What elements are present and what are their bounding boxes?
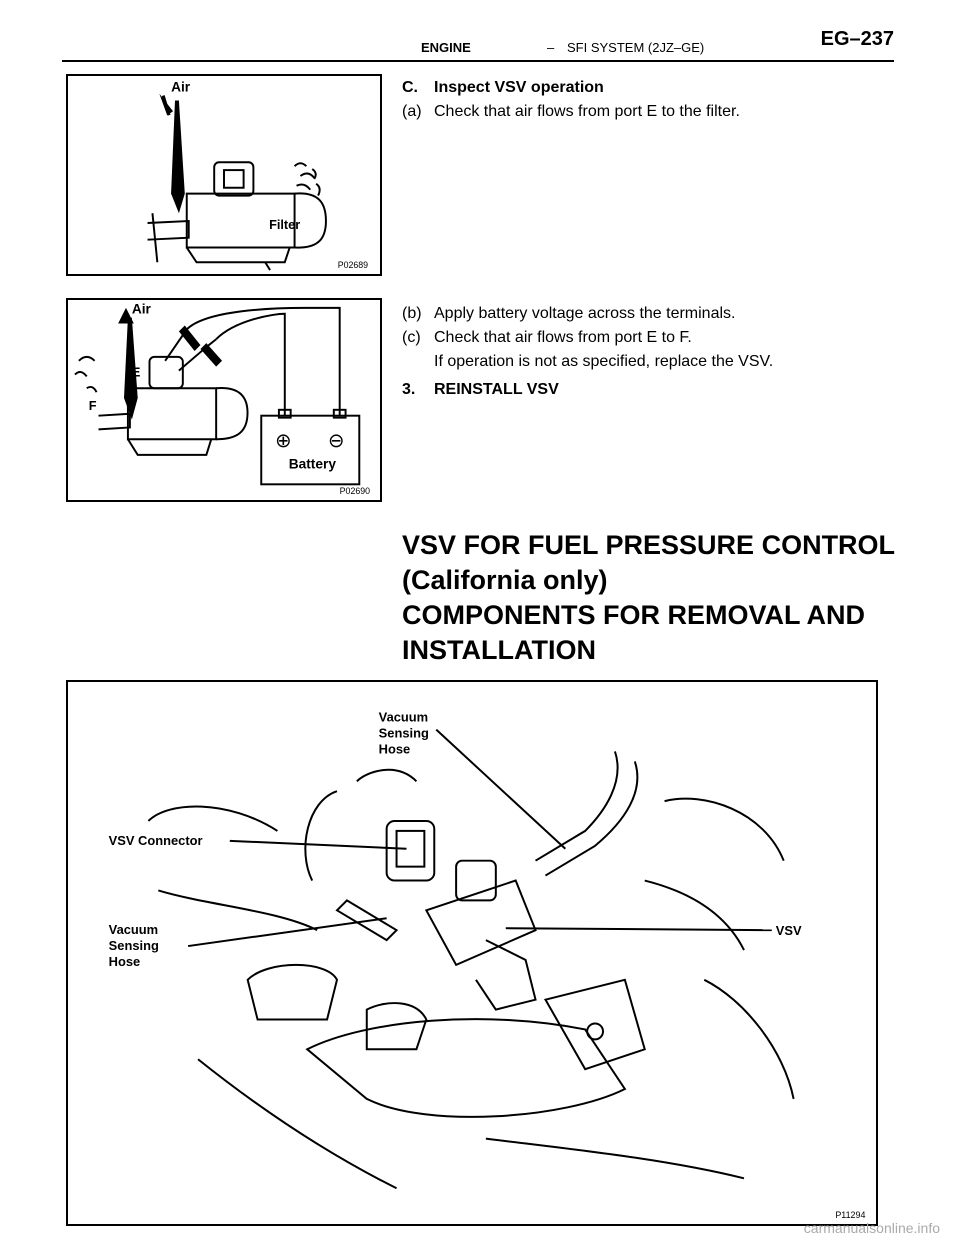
step-c-label: C.	[402, 79, 418, 96]
step-b-row: (b) Apply battery voltage across the ter…	[402, 302, 922, 326]
vacuum-top-line-2: Sensing	[379, 726, 429, 741]
step-bc-block: (b) Apply battery voltage across the ter…	[402, 302, 922, 402]
figure2-port-f: F	[89, 398, 97, 413]
header-separator: –	[547, 40, 555, 55]
step-c-a-row: (a) Check that air flows from port E to …	[402, 100, 922, 124]
figure-vsv-battery: Air E F ⊕ ⊖ Battery P02690	[66, 298, 382, 502]
page-header: ENGINE – SFI SYSTEM (2JZ–GE) EG–237	[62, 22, 894, 62]
battery-minus-icon: ⊖	[328, 429, 344, 452]
figure-vsv-air-filter: Air E Filter P02689	[66, 74, 382, 276]
step-c-title: Inspect VSV operation	[434, 79, 604, 96]
figure2-code: P02690	[340, 486, 370, 496]
step-a-text: Check that air flows from port E to the …	[434, 103, 740, 120]
heading-line-3: COMPONENTS FOR REMOVAL AND	[402, 600, 866, 630]
figure-components-drawing: Vacuum Sensing Hose VSV Connector Vacuum…	[109, 710, 866, 1220]
figure-vsv-air-filter-drawing: Air E Filter P02689	[147, 80, 368, 271]
heading-line-2: (California only)	[402, 565, 608, 595]
figure1-code: P02689	[338, 260, 368, 270]
step-3-label: 3.	[402, 381, 416, 398]
header-system: SFI SYSTEM (2JZ–GE)	[567, 40, 705, 55]
vsv-label: VSV	[776, 923, 802, 938]
vacuum-top-line-3: Hose	[379, 741, 411, 756]
step-c-block: C. Inspect VSV operation (a) Check that …	[402, 76, 922, 124]
step-b-label: (b)	[402, 305, 422, 322]
step-c2-text: Check that air flows from port E to F.	[434, 329, 692, 346]
vsv-connector-label: VSV Connector	[109, 833, 203, 848]
step-c2-label: (c)	[402, 329, 421, 346]
heading-line-4: INSTALLATION	[402, 635, 596, 665]
figure2-air-label: Air	[132, 302, 152, 317]
vacuum-top-line-1: Vacuum	[379, 710, 428, 725]
figure1-air-label: Air	[171, 80, 191, 95]
step-3-text: REINSTALL VSV	[434, 381, 559, 398]
step-c2-row: (c) Check that air flows from port E to …	[402, 326, 922, 350]
figure-vsv-battery-drawing: Air E F ⊕ ⊖ Battery P02690	[74, 302, 370, 496]
step-c2-note: If operation is not as specified, replac…	[434, 353, 774, 370]
figure1-port-e: E	[175, 174, 184, 189]
battery-plus-icon: ⊕	[275, 429, 291, 452]
figure2-port-e: E	[132, 364, 141, 379]
figure2-battery-label: Battery	[289, 457, 337, 472]
figure3-code: P11294	[835, 1210, 865, 1220]
section-heading: VSV FOR FUEL PRESSURE CONTROL (Californi…	[402, 528, 922, 668]
vacuum-left-line-2: Sensing	[109, 938, 159, 953]
step-b-text: Apply battery voltage across the termina…	[434, 305, 736, 322]
figure-components: Vacuum Sensing Hose VSV Connector Vacuum…	[66, 680, 878, 1226]
step-c2-note-row: If operation is not as specified, replac…	[402, 350, 922, 374]
step-3-row: 3. REINSTALL VSV	[402, 378, 922, 402]
figure1-filter-label: Filter	[269, 217, 300, 232]
step-c-title-row: C. Inspect VSV operation	[402, 76, 922, 100]
heading-line-1: VSV FOR FUEL PRESSURE CONTROL	[402, 530, 896, 560]
step-a-label: (a)	[402, 103, 422, 120]
vacuum-left-line-1: Vacuum	[109, 922, 158, 937]
vacuum-left-line-3: Hose	[109, 954, 141, 969]
watermark: carmanualsonline.info	[803, 1220, 940, 1236]
page-number: EG–237	[820, 28, 894, 50]
header-rule	[62, 60, 894, 62]
header-section: ENGINE	[421, 40, 471, 55]
